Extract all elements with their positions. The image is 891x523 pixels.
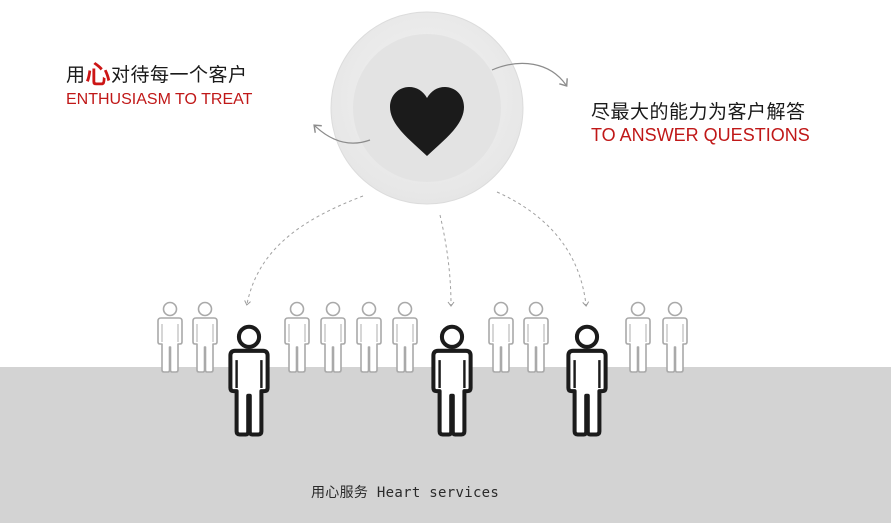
curved-arrow-right	[491, 62, 568, 87]
person-head	[574, 324, 600, 349]
person-body	[566, 348, 608, 437]
person-icon	[625, 301, 651, 373]
person-body	[488, 317, 514, 373]
person-head	[162, 301, 178, 317]
person-icon	[192, 301, 218, 373]
left-caption-zh-prefix: 用	[66, 64, 86, 86]
highlighted-person-icon	[431, 324, 473, 437]
left-caption-en: ENTHUSIASM TO TREAT	[66, 91, 253, 108]
person-body	[320, 317, 346, 373]
person-head	[397, 301, 413, 317]
person-icon	[157, 301, 183, 373]
person-icon	[488, 301, 514, 373]
person-head	[667, 301, 683, 317]
heart-icon	[390, 87, 464, 156]
dashed-connector-center	[439, 214, 455, 307]
highlighted-person-icon	[566, 324, 608, 437]
person-body	[192, 317, 218, 373]
person-icon	[320, 301, 346, 373]
left-caption: 用心对待每一个客户 ENTHUSIASM TO TREAT	[66, 62, 252, 110]
person-body	[284, 317, 310, 373]
heart-badge	[330, 11, 524, 205]
left-caption-zh-suffix: 对待每一个客户	[111, 64, 248, 86]
person-body	[431, 348, 473, 437]
person-body	[662, 317, 688, 373]
person-head	[361, 301, 377, 317]
person-head	[439, 324, 465, 349]
person-body	[356, 317, 382, 373]
person-head	[197, 301, 213, 317]
person-body	[392, 317, 418, 373]
right-caption: 尽最大的能力为客户解答 TO ANSWER QUESTIONS	[591, 101, 810, 145]
right-caption-en: TO ANSWER QUESTIONS	[591, 125, 810, 145]
left-caption-accent: 心	[85, 60, 112, 89]
left-caption-zh: 用心对待每一个客户	[66, 60, 252, 89]
person-body	[157, 317, 183, 373]
footer-caption: 用心服务 Heart services	[311, 485, 500, 501]
person-head	[325, 301, 341, 317]
dashed-connector-left	[244, 195, 364, 306]
person-head	[630, 301, 646, 317]
person-head	[236, 324, 262, 349]
person-icon	[662, 301, 688, 373]
people-row	[157, 301, 688, 437]
person-head	[528, 301, 544, 317]
highlighted-person-icon	[228, 324, 270, 437]
person-icon	[523, 301, 549, 373]
curved-arrow-left	[313, 124, 371, 144]
person-icon	[392, 301, 418, 373]
person-icon	[356, 301, 382, 373]
person-head	[289, 301, 305, 317]
right-caption-zh: 尽最大的能力为客户解答	[591, 101, 806, 123]
person-body	[625, 317, 651, 373]
person-head	[493, 301, 509, 317]
dashed-connector-right	[496, 191, 590, 307]
person-icon	[284, 301, 310, 373]
person-body	[523, 317, 549, 373]
person-body	[228, 348, 270, 437]
